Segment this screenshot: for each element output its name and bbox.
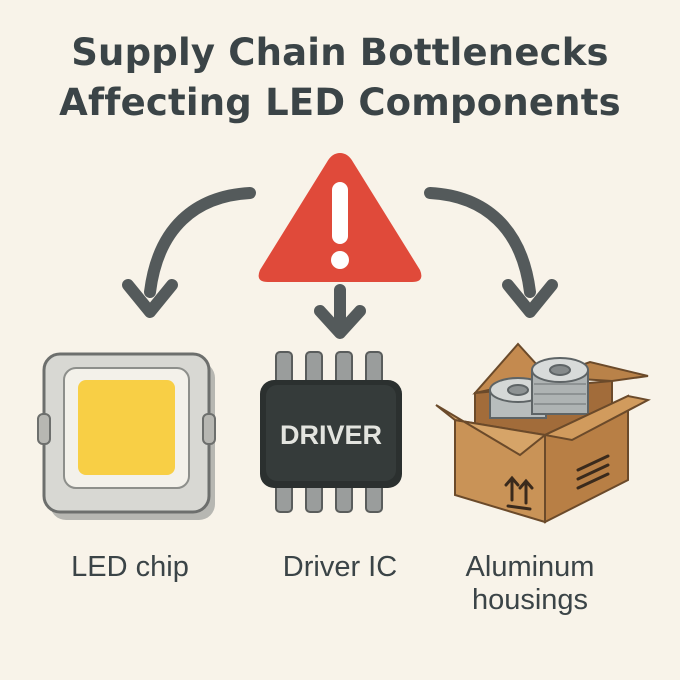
driver-ic-icon	[260, 351, 402, 513]
arrow-to-driver-ic	[314, 284, 366, 339]
label-aluminum-housings: Aluminum housings	[465, 551, 595, 616]
aluminum-housing-parts	[489, 357, 589, 419]
page-title: Supply Chain Bottlenecks Affecting LED C…	[0, 28, 680, 128]
cardboard-box-icon	[435, 342, 651, 524]
title-line-2: Affecting LED Components	[59, 81, 621, 124]
driver-chip-text: DRIVER	[280, 420, 382, 450]
label-driver-ic: Driver IC	[282, 551, 398, 583]
warning-triangle-icon	[258, 153, 422, 282]
label-led-chip: LED chip	[71, 551, 189, 583]
title-line-1: Supply Chain Bottlenecks	[71, 31, 609, 74]
led-chip-icon	[37, 352, 216, 520]
arrow-to-led-chip	[122, 187, 256, 318]
arrow-to-aluminum-housings	[424, 187, 558, 318]
